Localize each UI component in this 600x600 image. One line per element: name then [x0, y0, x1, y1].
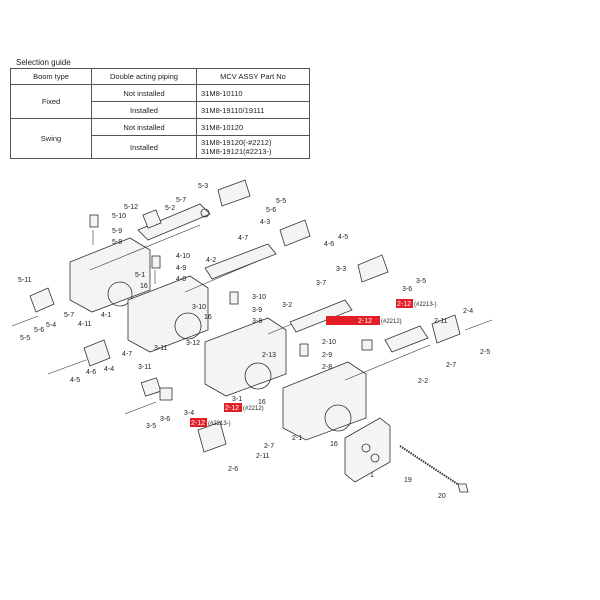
- label-4-5: 4-5: [338, 234, 348, 241]
- section-4-block: [47, 219, 311, 375]
- highlight-note: (#2212): [381, 319, 402, 325]
- label-4-4: 4-4: [104, 366, 114, 373]
- label-5-1: 5-1: [135, 272, 145, 279]
- label-3-3: 3-3: [336, 266, 346, 273]
- label-2-7-b: 2-7: [264, 443, 274, 450]
- tie-bolt: [399, 445, 469, 493]
- highlight-box: [326, 316, 380, 325]
- label-4-2: 4-2: [206, 257, 216, 264]
- label-4-7: 4-7: [238, 235, 248, 242]
- highlight-note: (#2213-): [414, 302, 437, 308]
- label-5-6: 5-6: [266, 207, 276, 214]
- part-labels: 5-3 5-5 5-6 5-7 5-12 5-2 5-10 5-9 5-8 4-…: [18, 183, 490, 500]
- highlight-label: 2-12: [358, 318, 372, 325]
- label-19: 19: [404, 477, 412, 484]
- label-3-1: 3-1: [232, 396, 242, 403]
- highlight-label: 2-12: [225, 405, 239, 412]
- label-3-11-b: 3-11: [138, 364, 152, 371]
- selection-guide-title: Selection guide: [16, 58, 71, 67]
- label-4-5-b: 4-5: [70, 377, 80, 384]
- label-4-8: 4-8: [176, 276, 186, 283]
- highlight-label: 2-12: [397, 301, 411, 308]
- highlight-box: [224, 403, 242, 412]
- label-2-7: 2-7: [446, 362, 456, 369]
- label-1: 1: [370, 472, 374, 479]
- label-2-4: 2-4: [463, 308, 473, 315]
- table-header-row: Boom type Double acting piping MCV ASSY …: [10, 68, 310, 85]
- label-3-10-b: 3-10: [192, 304, 206, 311]
- part-no-line-2: 31M8-19121(#2213-): [201, 147, 272, 156]
- label-3-4: 3-4: [184, 410, 194, 417]
- label-5-11: 5-11: [18, 277, 32, 284]
- label-5-5: 5-5: [276, 198, 286, 205]
- label-3-5-b: 3-5: [146, 423, 156, 430]
- label-5-5-b: 5-5: [20, 335, 30, 342]
- label-4-3: 4-3: [260, 219, 270, 226]
- highlight-note: (#2212): [243, 406, 264, 412]
- label-2-9: 2-9: [322, 352, 332, 359]
- label-4-6: 4-6: [324, 241, 334, 248]
- label-2-5: 2-5: [480, 349, 490, 356]
- part-no-cell: 31M8-19120(-#2212) 31M8-19121(#2213-): [196, 135, 310, 159]
- label-3-5: 3-5: [416, 278, 426, 285]
- label-5-10: 5-10: [112, 213, 126, 220]
- table-row: Installed 31M8-19120(-#2212) 31M8-19121(…: [11, 135, 310, 159]
- label-5-7-b: 5-7: [64, 312, 74, 319]
- table-row: Swing Not installed 31M8-10120: [10, 118, 310, 159]
- label-2-2: 2-2: [418, 378, 428, 385]
- selection-guide-table: Boom type Double acting piping MCV ASSY …: [10, 68, 310, 159]
- label-2-10: 2-10: [322, 339, 336, 346]
- label-3-11: 3-11: [154, 345, 168, 352]
- section-2-block: [197, 314, 493, 453]
- label-5-7: 5-7: [176, 197, 186, 204]
- label-16-b: 16: [204, 314, 212, 321]
- highlight-label: 2-12: [191, 420, 205, 427]
- label-16-c: 16: [258, 399, 266, 406]
- table-row: Installed 31M8-19110/19111: [11, 101, 310, 119]
- label-3-6-b: 3-6: [160, 416, 170, 423]
- label-5-6-b: 5-6: [34, 327, 44, 334]
- section-5-block: [11, 179, 251, 327]
- label-3-6: 3-6: [402, 286, 412, 293]
- label-4-10: 4-10: [176, 253, 190, 260]
- label-5-12: 5-12: [124, 204, 138, 211]
- label-20: 20: [438, 493, 446, 500]
- label-5-4: 5-4: [46, 322, 56, 329]
- label-2-6: 2-6: [228, 466, 238, 473]
- label-2-13: 2-13: [262, 352, 276, 359]
- label-5-3: 5-3: [198, 183, 208, 190]
- label-4-9: 4-9: [176, 265, 186, 272]
- label-3-8: 3-8: [252, 318, 262, 325]
- label-5-9: 5-9: [112, 228, 122, 235]
- label-3-12: 3-12: [186, 340, 200, 347]
- highlight-callouts: 2-12 (#2213-) 2-12 (#2212) 2-12 (#2212) …: [190, 299, 437, 427]
- highlight-box: [190, 418, 207, 427]
- label-4-11: 4-11: [78, 321, 92, 328]
- piping-cell: Installed: [91, 135, 197, 159]
- label-2-1: 2-1: [292, 435, 302, 442]
- label-5-2: 5-2: [165, 205, 175, 212]
- label-3-9: 3-9: [252, 307, 262, 314]
- label-5-8: 5-8: [112, 239, 122, 246]
- label-3-10: 3-10: [252, 294, 266, 301]
- part-no-line-1: 31M8-19120(-#2212): [201, 138, 272, 147]
- label-3-2: 3-2: [282, 302, 292, 309]
- label-4-1: 4-1: [101, 312, 111, 319]
- label-4-6-b: 4-6: [86, 369, 96, 376]
- label-2-8: 2-8: [322, 364, 332, 371]
- label-4-7-b: 4-7: [122, 351, 132, 358]
- label-2-11: 2-11: [434, 318, 448, 325]
- highlight-box: [396, 299, 413, 308]
- inlet-cover: [344, 417, 391, 483]
- label-16-d: 16: [330, 441, 338, 448]
- label-2-11-b: 2-11: [256, 453, 270, 460]
- highlight-note: (#2213-): [208, 421, 231, 427]
- section-3-block: [124, 254, 389, 415]
- label-16-a: 16: [140, 283, 148, 290]
- label-3-7: 3-7: [316, 280, 326, 287]
